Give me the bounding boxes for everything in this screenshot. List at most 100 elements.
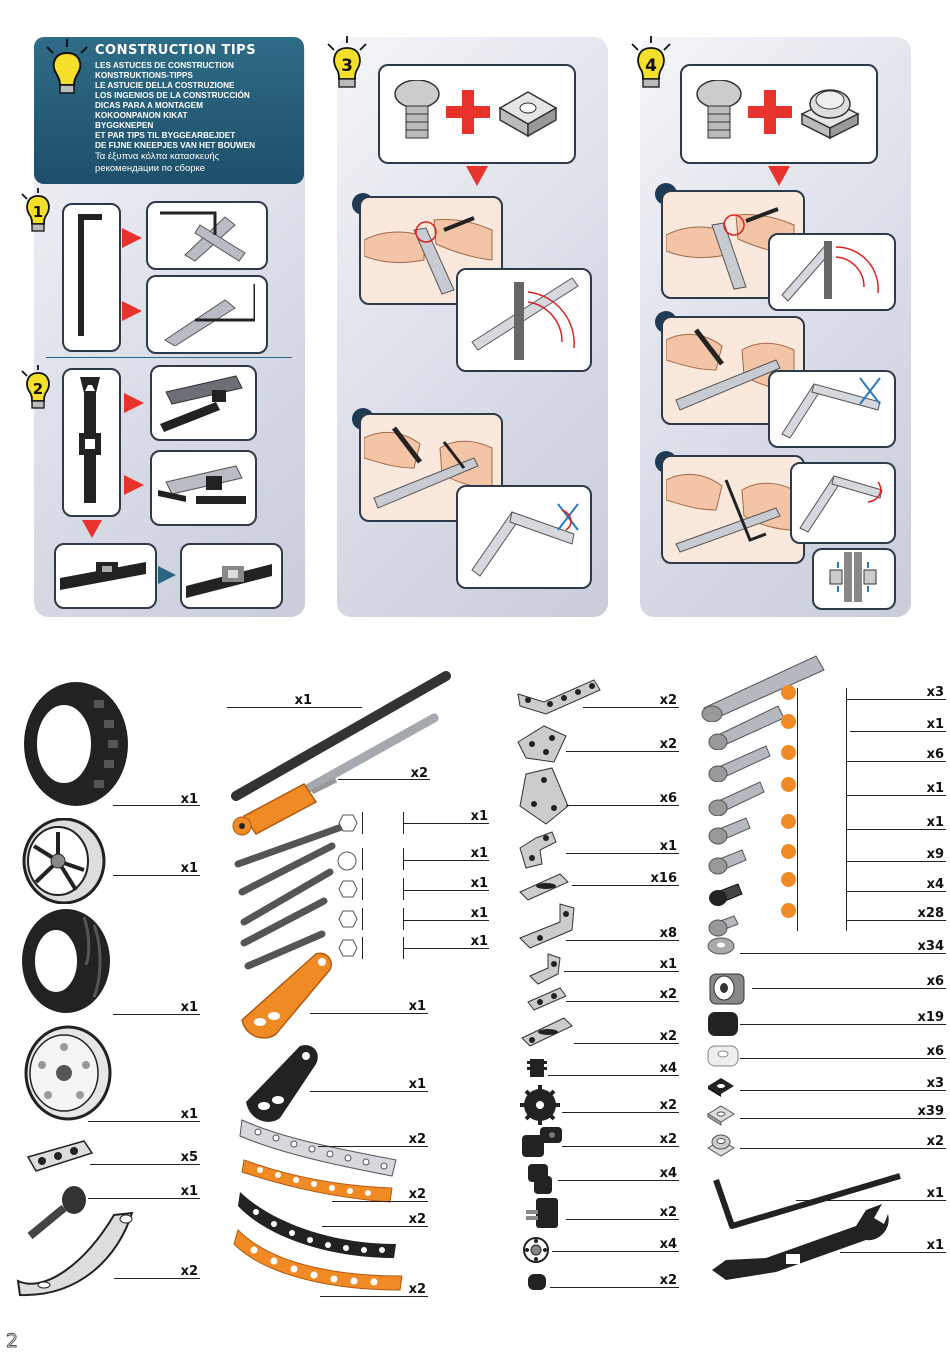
screw-short-icon [708, 817, 751, 845]
part-quantity: x28 [917, 906, 944, 921]
hex-marker-icon [338, 910, 358, 928]
black-nut-icon [708, 1078, 734, 1097]
part-quantity: x1 [180, 792, 198, 807]
part-underline [550, 1287, 679, 1289]
rod-long-icon [231, 671, 451, 801]
bracket-line [362, 908, 364, 930]
part-underline [740, 1058, 946, 1060]
part-quantity: x6 [659, 791, 677, 806]
part-underline [403, 920, 489, 922]
tips-line-russian: рекомендации по сборке [95, 163, 206, 174]
bracket-line [403, 848, 405, 870]
part-quantity: x2 [180, 1264, 198, 1279]
part-quantity: x1 [926, 781, 944, 796]
allen-key-usage-box-1 [146, 201, 268, 270]
fender-icon [16, 1211, 134, 1297]
angled-plate-icon [517, 679, 601, 715]
part-quantity: x8 [659, 926, 677, 941]
curved-strip-black-icon [238, 1192, 396, 1258]
bracket-line [846, 688, 848, 931]
svg-text:1: 1 [33, 203, 43, 221]
part-underline [566, 751, 679, 753]
part-quantity: x3 [926, 1076, 944, 1091]
curved-strip-grey-icon [239, 1119, 397, 1177]
orange-size-dot [781, 685, 796, 700]
part-underline [840, 1252, 946, 1254]
axle-rod-icon [240, 868, 334, 926]
svg-text:3: 3 [341, 56, 353, 76]
slotted-bracket-icon [519, 873, 569, 901]
rim-disc-icon [24, 1025, 112, 1121]
part-quantity: x2 [659, 1132, 677, 1147]
square-nut-icon [707, 1105, 735, 1126]
circle-marker-icon [337, 851, 357, 871]
part-underline [846, 891, 946, 893]
part-underline [846, 829, 946, 831]
bracket-line [403, 878, 405, 900]
locked-joint-diagram [781, 377, 881, 439]
part-underline [564, 971, 679, 973]
tips-line: DICAS PARA A MONTAGEM [95, 101, 203, 110]
large-gear-icon [520, 1085, 560, 1125]
screw-black-icon [709, 883, 743, 906]
allen-key-box [62, 203, 121, 352]
part-underline [113, 875, 200, 877]
tips-line: BYGGKNEPEN [95, 121, 154, 130]
part-quantity: x2 [408, 1132, 426, 1147]
arrow-down-icon [82, 520, 102, 538]
collar-nut-icon [707, 1134, 735, 1157]
screw-medium-icon [708, 705, 785, 750]
pin-icon [27, 1186, 86, 1240]
part-quantity: x2 [659, 1029, 677, 1044]
tips-line: DE FIJNE KNEEPJES VAN HET BOUWEN [95, 141, 255, 150]
part-quantity: x1 [470, 846, 488, 861]
part-quantity: x1 [926, 717, 944, 732]
part-underline [572, 885, 679, 887]
part-quantity: x1 [470, 934, 488, 949]
nut-rod-illustration [60, 562, 146, 590]
hex-marker-icon [338, 880, 358, 898]
part-underline [113, 805, 200, 807]
part-underline [574, 1043, 679, 1045]
step-1-bulb-icon: 1 [21, 188, 50, 232]
screw-short-icon [708, 849, 747, 875]
tips-line: KONSTRUKTIONS-TIPPS [95, 71, 193, 80]
part-quantity: x2 [408, 1282, 426, 1297]
orange-plate-icon [241, 952, 332, 1039]
part-quantity: x1 [180, 1000, 198, 1015]
part-quantity: x2 [659, 1098, 677, 1113]
step-3-bulb-icon: 3 [327, 36, 367, 88]
part-quantity: x39 [917, 1104, 944, 1119]
tips-line: LOS INGENIOS DE LA CONSTRUCCIÓN [95, 91, 250, 100]
part-underline [318, 1146, 428, 1148]
part-underline [403, 823, 489, 825]
part-quantity: x2 [408, 1187, 426, 1202]
screw-plate-illustration [164, 284, 255, 346]
screw-plate-illustration [160, 211, 246, 262]
bracket-line [362, 937, 364, 959]
part-underline [740, 1118, 946, 1120]
part-quantity: x2 [408, 1212, 426, 1227]
worm-coupler-icon [526, 1198, 558, 1228]
part-underline [558, 1180, 679, 1182]
part-underline [310, 1013, 428, 1015]
part-underline [752, 988, 946, 990]
allen-key-icon [78, 214, 102, 336]
part-quantity: x2 [659, 987, 677, 1002]
locked-joint-diagram [471, 503, 579, 577]
long-screw-icon [701, 655, 825, 722]
part-quantity: x1 [470, 809, 488, 824]
arrow-right-icon [122, 228, 142, 248]
part-quantity: x1 [926, 815, 944, 830]
bracket-line [403, 908, 405, 930]
part-underline [740, 1148, 946, 1150]
screw-medium-icon [708, 781, 765, 816]
tips-line: ET PAR TIPS TIL BYGGEARBEJDET [95, 131, 236, 140]
part-quantity: x6 [926, 747, 944, 762]
allen-key-icon [713, 1173, 901, 1229]
orange-size-dot [781, 714, 796, 729]
step-2-bulb-icon: 2 [21, 365, 50, 409]
part-underline [583, 707, 679, 709]
small-gear-icon [527, 1059, 547, 1077]
part-quantity: x9 [926, 847, 944, 862]
